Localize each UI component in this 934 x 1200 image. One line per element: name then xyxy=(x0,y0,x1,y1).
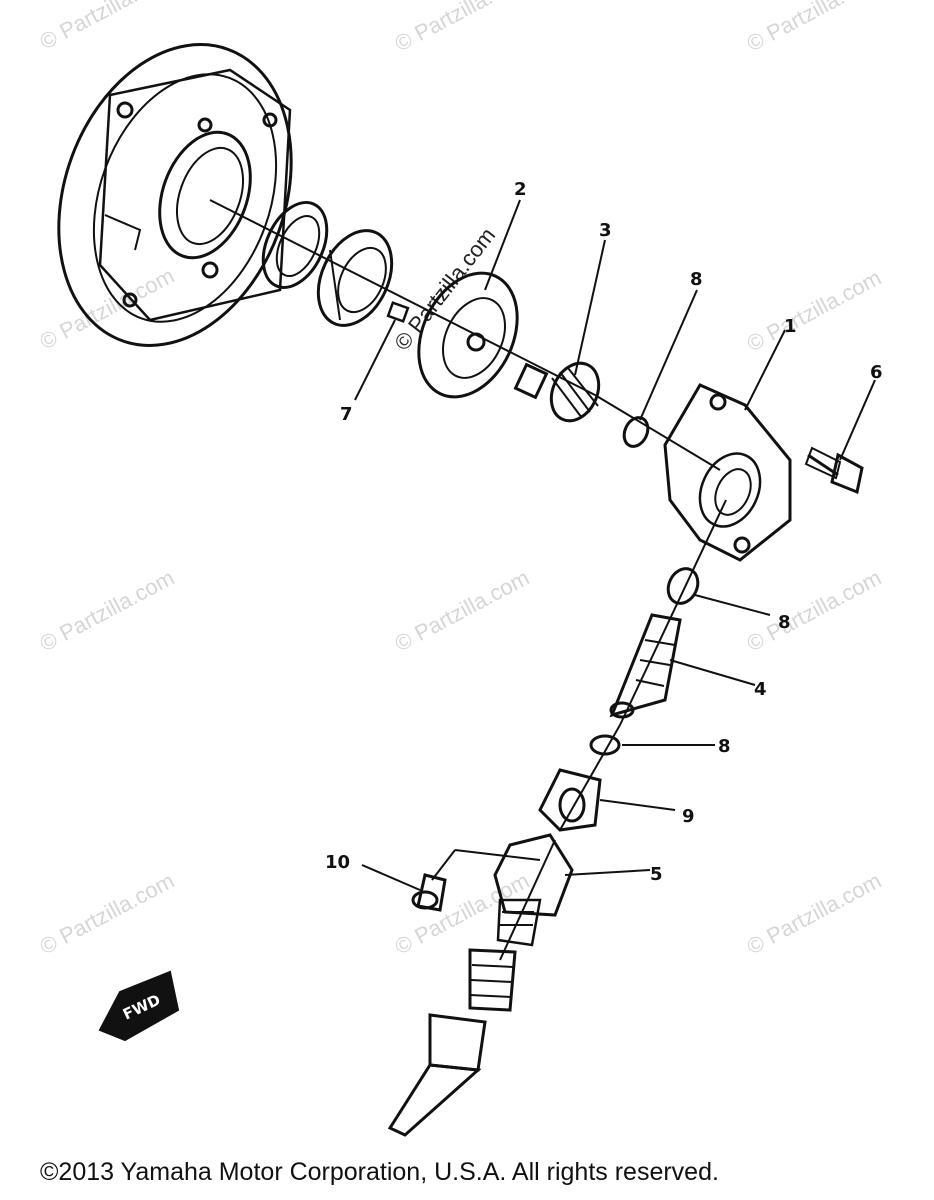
callout-8-lower: 8 xyxy=(718,736,731,757)
watermark: © Partzilla.com xyxy=(391,0,534,56)
gear-shaft-part-3 xyxy=(513,361,601,423)
watermark-layer: © Partzilla.com © Partzilla.com © Partzi… xyxy=(36,0,886,959)
bolt-part-6 xyxy=(804,446,864,495)
gasket-part-9 xyxy=(538,768,602,832)
copyright-notice: ©2013 Yamaha Motor Corporation, U.S.A. A… xyxy=(40,1158,719,1186)
callout-labels: 1 2 3 4 5 6 7 8 8 8 9 10 xyxy=(325,179,883,885)
watermark: © Partzilla.com xyxy=(743,265,886,357)
pin-part-7 xyxy=(386,301,410,323)
watermark: © Partzilla.com xyxy=(36,0,179,54)
housing-plate xyxy=(57,43,293,347)
watermark: © Partzilla.com xyxy=(36,868,179,960)
watermark: © Partzilla.com xyxy=(743,0,886,56)
callout-3: 3 xyxy=(599,220,612,241)
callout-10: 10 xyxy=(325,852,350,873)
callout-8-top: 8 xyxy=(690,269,703,290)
gear-housing-part-1 xyxy=(663,383,792,562)
callout-5: 5 xyxy=(650,864,663,885)
callout-7: 7 xyxy=(340,404,353,425)
callout-6: 6 xyxy=(870,362,883,383)
forward-direction-arrow: FWD xyxy=(98,970,180,1042)
assembly-guide-lines xyxy=(209,199,727,961)
callout-2: 2 xyxy=(514,179,527,200)
watermark: © Partzilla.com xyxy=(391,565,534,657)
driven-shaft-part-4 xyxy=(609,613,682,719)
watermark: © Partzilla.com xyxy=(743,868,886,960)
exploded-parts-diagram: © Partzilla.com © Partzilla.com © Partzi… xyxy=(36,0,886,1137)
watermark: © Partzilla.com xyxy=(743,565,886,657)
watermark: © Partzilla.com xyxy=(36,565,179,657)
oil-seal xyxy=(261,201,329,289)
screw-part-10 xyxy=(411,873,447,912)
washer-part-8-lower xyxy=(589,734,621,756)
leader-lines xyxy=(354,199,876,891)
callout-9: 9 xyxy=(682,806,695,827)
watermark: © Partzilla.com xyxy=(36,263,179,355)
callout-4: 4 xyxy=(754,679,767,700)
drive-gear-part-2 xyxy=(417,271,519,399)
callout-8-middle: 8 xyxy=(778,612,791,633)
washer-part-8-middle xyxy=(666,567,700,605)
speedometer-cable xyxy=(387,948,517,1137)
callout-1: 1 xyxy=(784,316,797,337)
washer-part-8-top xyxy=(622,416,650,448)
